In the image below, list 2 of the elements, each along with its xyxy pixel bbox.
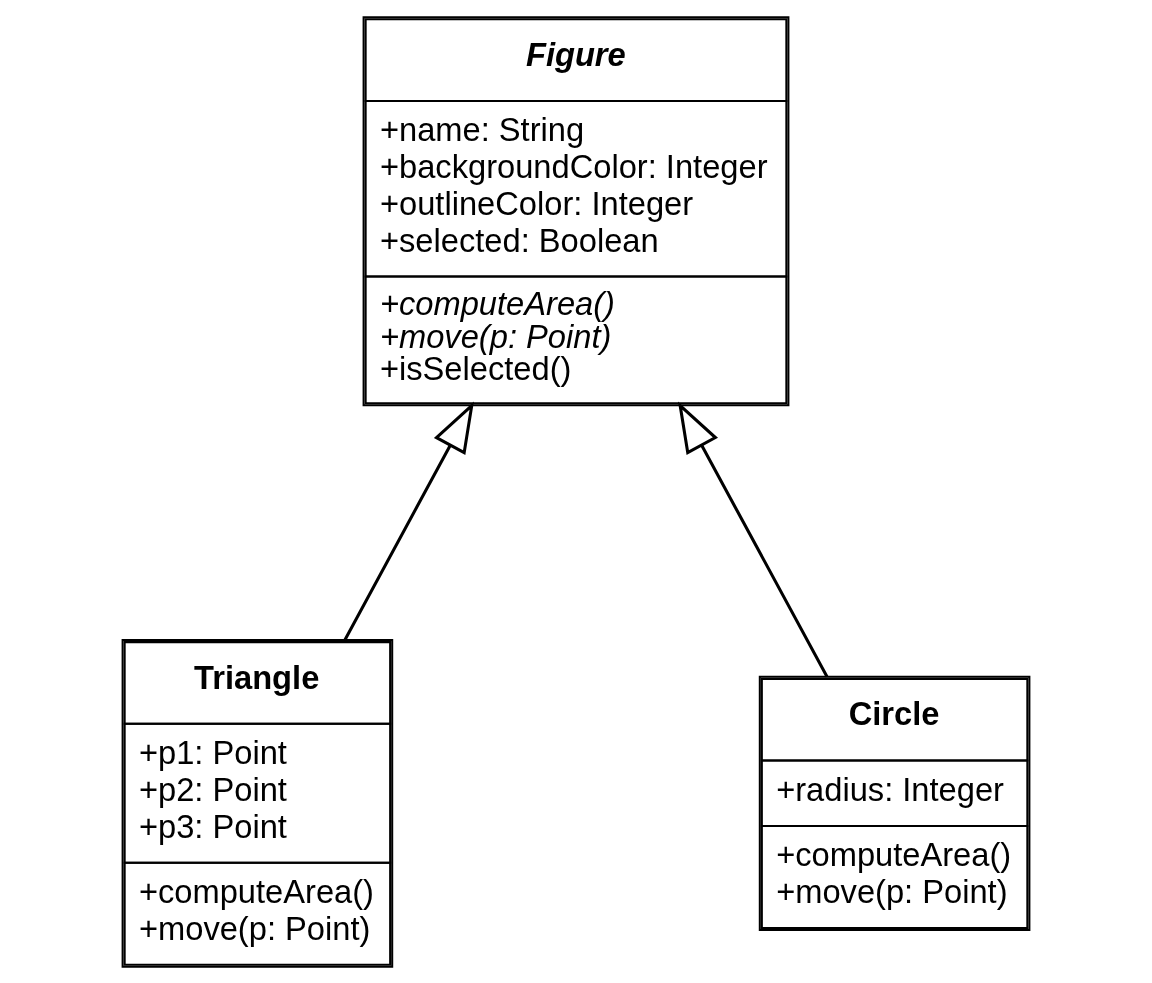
arrow xyxy=(343,401,474,641)
arrow xyxy=(677,400,829,677)
